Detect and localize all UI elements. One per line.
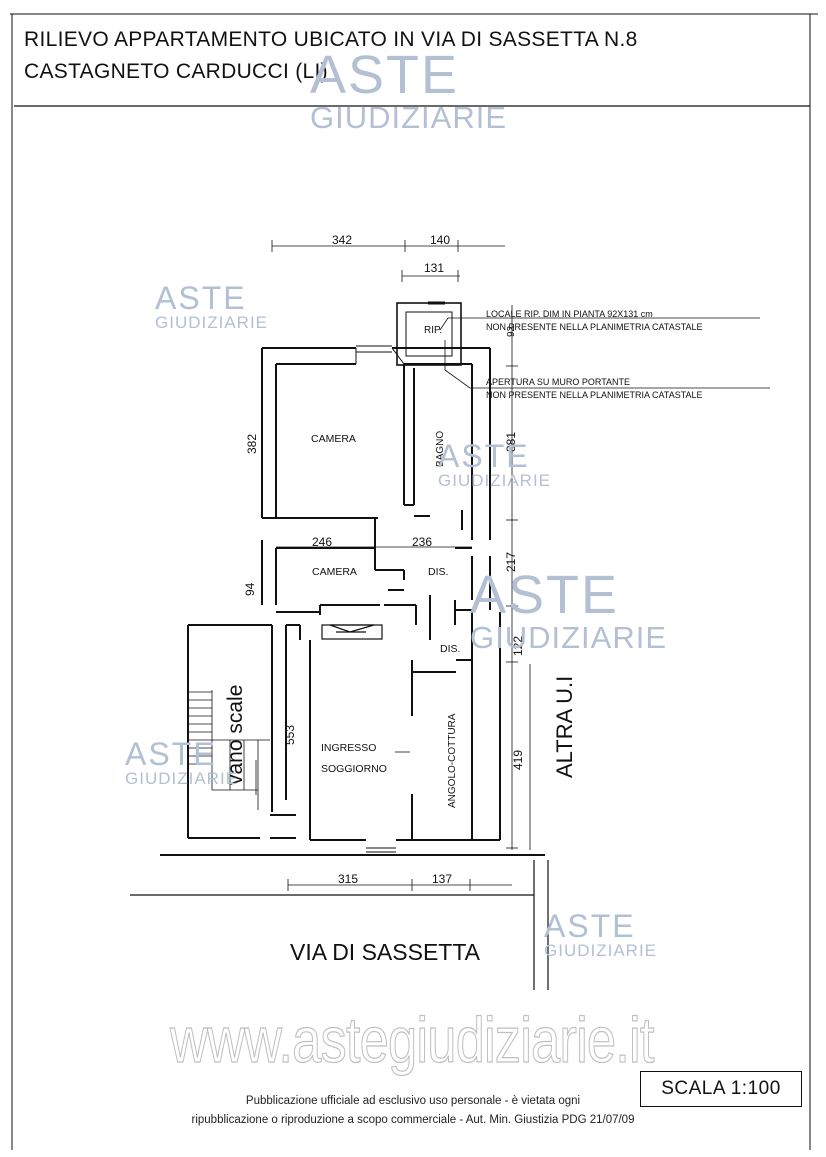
street-lines	[130, 860, 549, 990]
label-altra-ui: ALTRA U.I	[552, 676, 577, 778]
room-dis-1: DIS.	[428, 566, 448, 578]
room-camera-1: CAMERA	[311, 433, 356, 445]
dim-217: 217	[504, 552, 518, 572]
dim-382: 382	[245, 434, 259, 454]
plan-title-line2: CASTAGNETO CARDUCCI (LI)	[24, 60, 328, 83]
note-2-line-1: APERTURA SU MURO PORTANTE	[486, 377, 630, 387]
stair-walls	[187, 624, 301, 839]
note-2-line-2: NON PRESENTE NELLA PLANIMETRIA CATASTALE	[486, 390, 703, 400]
room-angolo-cottura: ANGOLO-COTTURA	[447, 713, 458, 808]
window-camera-top	[355, 345, 405, 365]
middle-walls	[276, 589, 472, 640]
dim-246: 246	[312, 535, 332, 549]
room-bagno: BAGNO	[435, 431, 446, 467]
watermark-website: www.astegiudiziarie.it	[170, 1003, 655, 1076]
right-dimension-line	[506, 305, 531, 850]
dim-342: 342	[332, 233, 352, 247]
bottom-dimensions	[287, 879, 512, 891]
scale-label: SCALA 1:100	[640, 1071, 802, 1107]
upper-walls	[261, 347, 491, 610]
fireplace	[321, 624, 383, 640]
street-label: VIA DI SASSETTA	[290, 939, 481, 965]
living-walls	[160, 612, 545, 856]
dim-122: 122	[511, 636, 525, 656]
plan-title-line1: RILIEVO APPARTAMENTO UBICATO IN VIA DI S…	[24, 28, 638, 51]
top-dimensions	[271, 240, 505, 282]
dim-553: 553	[283, 725, 297, 745]
dim-419: 419	[511, 750, 525, 770]
room-vano-scale: vano scale	[224, 685, 247, 785]
footer-line-1: Pubblicazione ufficiale ad esclusivo uso…	[245, 1095, 581, 1107]
room-soggiorno: SOGGIORNO	[321, 763, 387, 775]
dim-137: 137	[432, 872, 452, 886]
dim-236: 236	[412, 535, 432, 549]
stair-treads	[188, 690, 270, 810]
footer-line-2: ripubblicazione o riproduzione a scopo c…	[191, 1114, 635, 1126]
note-1-line-2: NON PRESENTE NELLA PLANIMETRIA CATASTALE	[486, 322, 703, 332]
room-rip: RIP.	[424, 325, 442, 336]
dim-381: 381	[504, 432, 518, 452]
dim-92: 92	[506, 325, 517, 337]
dim-140: 140	[430, 233, 450, 247]
dim-131: 131	[424, 261, 444, 275]
room-dis-2: DIS.	[440, 643, 460, 655]
room-ingresso: INGRESSO	[321, 742, 376, 754]
note-pointers	[439, 317, 770, 389]
window-living-bottom	[366, 847, 396, 853]
room-camera-2: CAMERA	[312, 566, 357, 578]
note-1-line-1: LOCALE RIP. DIM IN PIANTA 92X131 cm	[486, 309, 653, 319]
dim-94: 94	[243, 582, 257, 596]
dim-315: 315	[338, 872, 358, 886]
